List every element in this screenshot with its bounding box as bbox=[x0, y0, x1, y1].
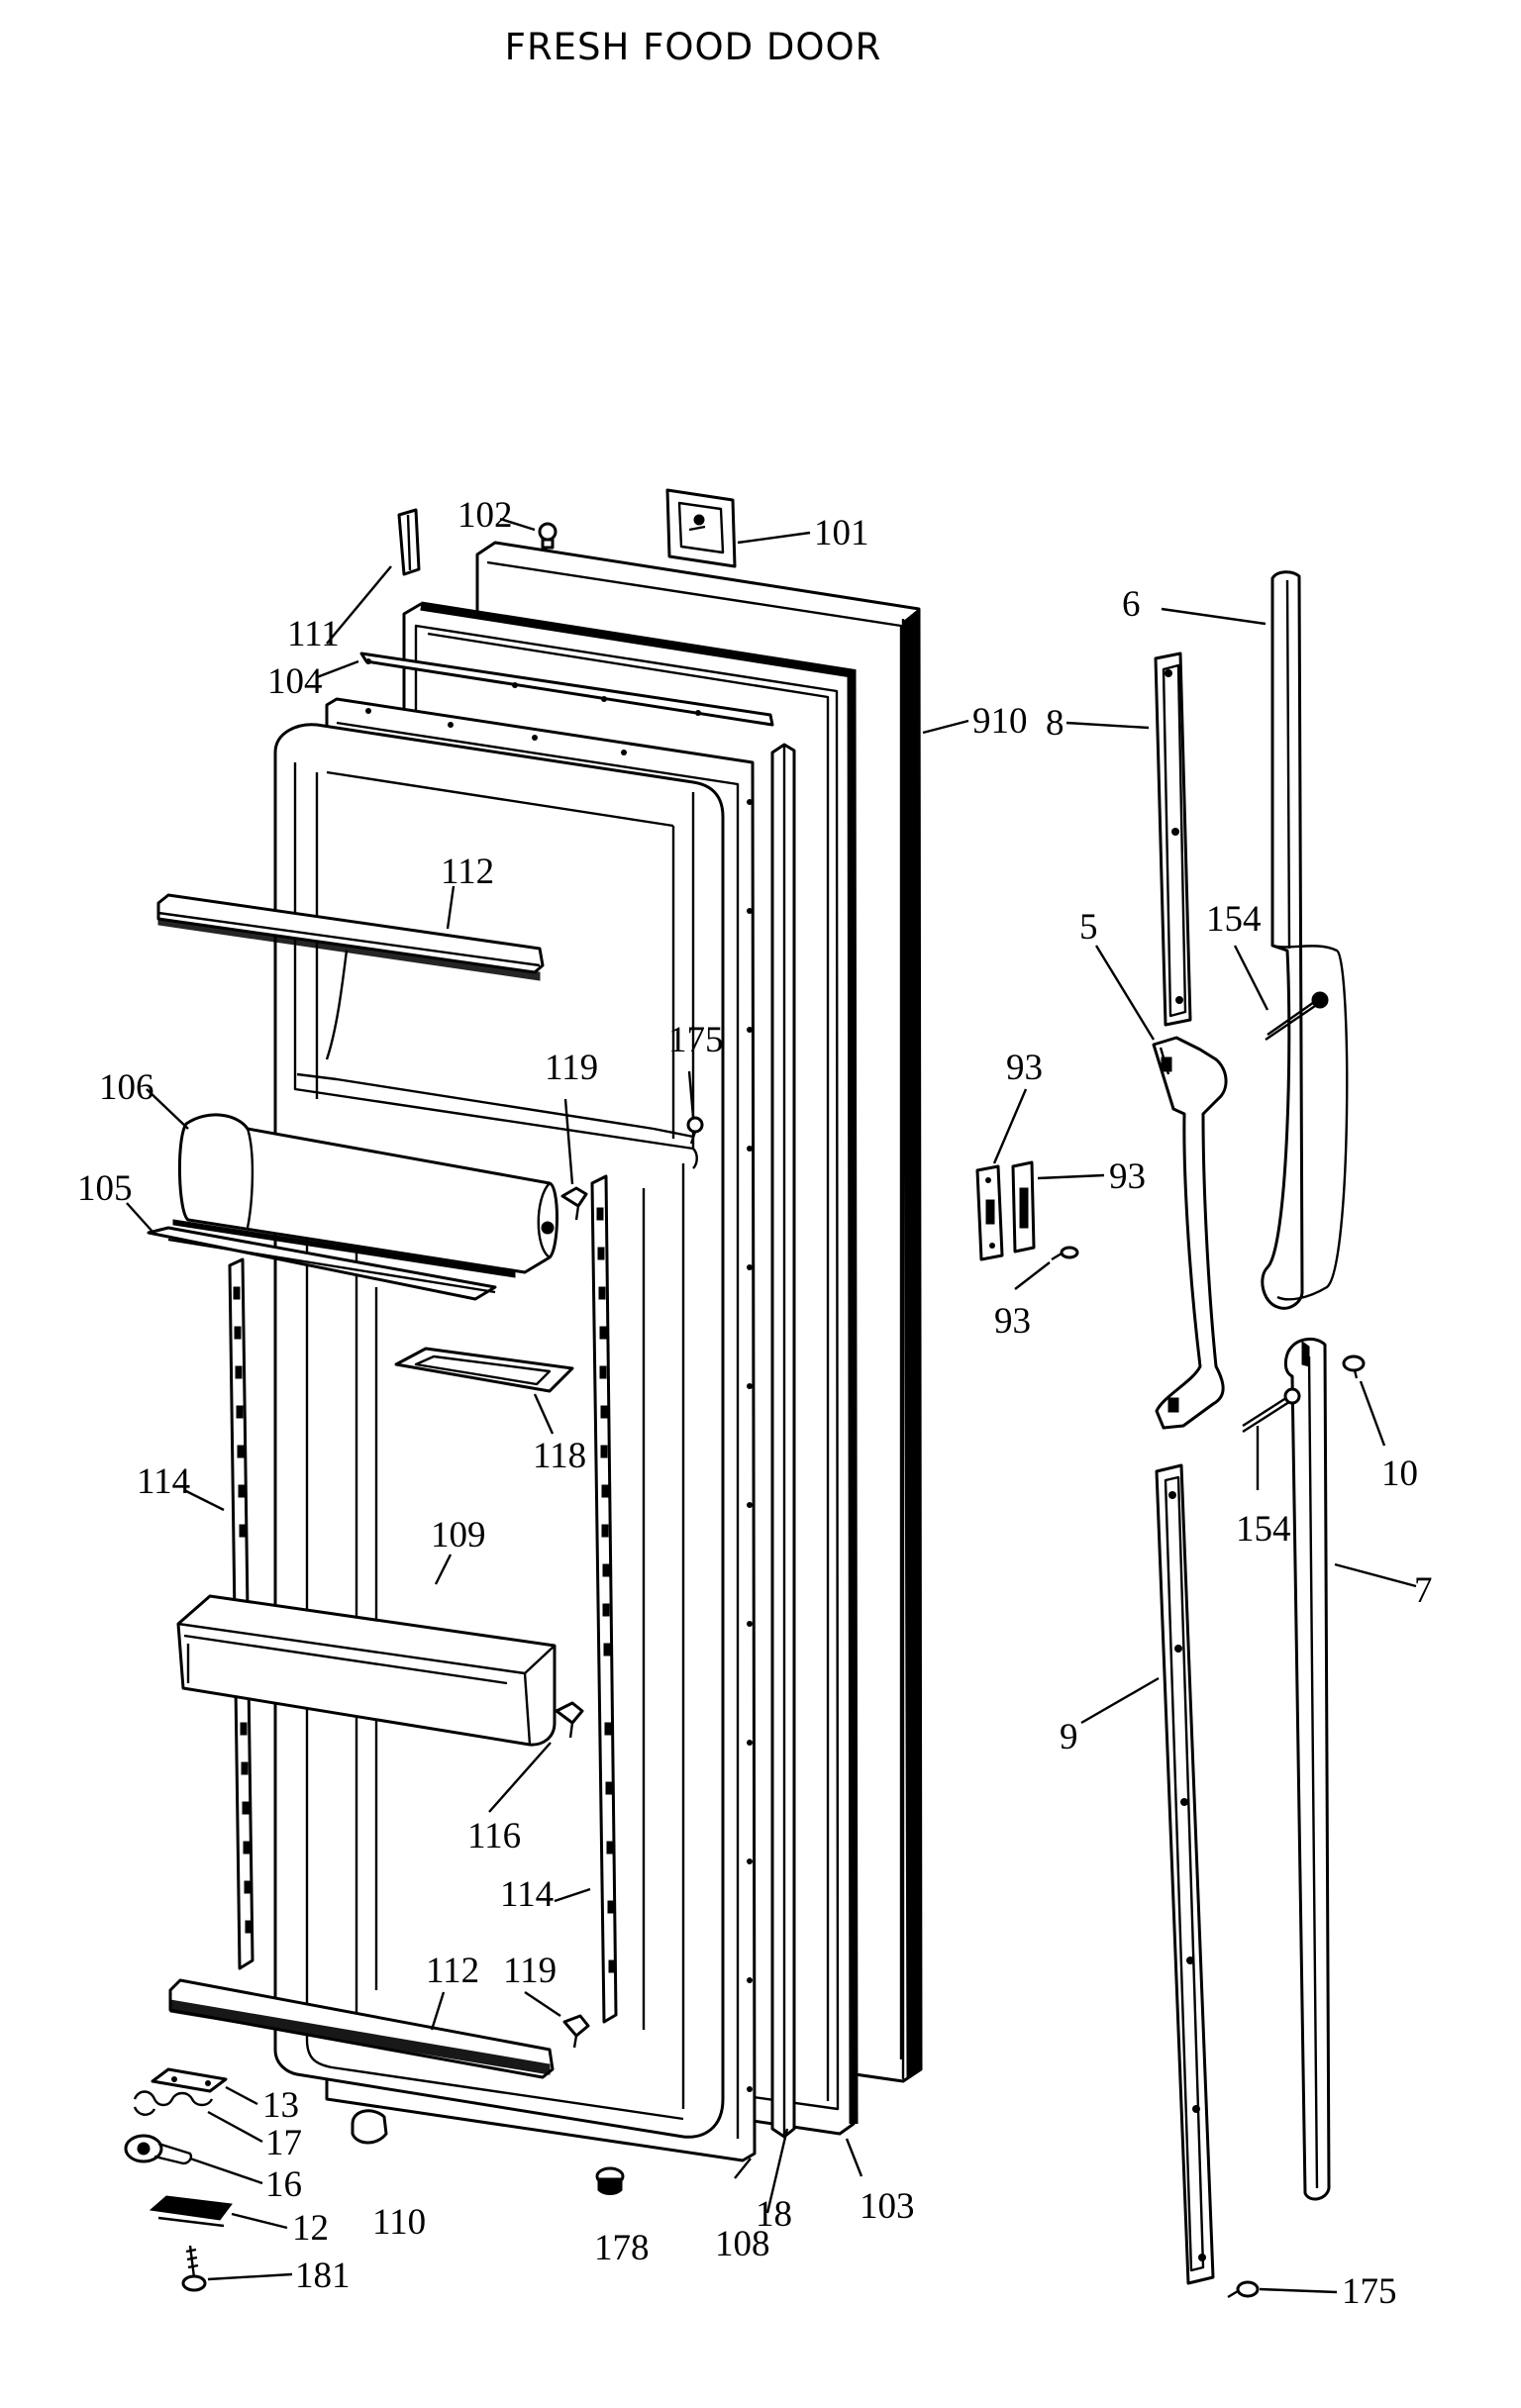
callout-101: 101 bbox=[814, 513, 869, 553]
callout-181: 181 bbox=[295, 2256, 351, 2296]
hinge-plate-13 bbox=[151, 2067, 228, 2093]
spacer-93-right bbox=[1011, 1160, 1036, 1254]
callout-8: 8 bbox=[1046, 703, 1065, 744]
hinge-cam-16 bbox=[124, 2134, 193, 2165]
handle-5 bbox=[1152, 1036, 1228, 1430]
callout-108: 108 bbox=[715, 2224, 770, 2264]
knob-110 bbox=[351, 2109, 388, 2145]
screw-93 bbox=[1051, 1246, 1079, 1261]
callout-114-left: 114 bbox=[137, 1461, 190, 1502]
callout-175-upper: 175 bbox=[668, 1020, 724, 1060]
callout-9: 9 bbox=[1060, 1717, 1078, 1757]
dairy-compartment bbox=[147, 1113, 558, 1301]
callout-119-lower: 119 bbox=[503, 1951, 557, 1991]
shelf-stud-119-lower bbox=[562, 2014, 590, 2049]
callout-102: 102 bbox=[457, 495, 513, 536]
callout-6: 6 bbox=[1122, 584, 1141, 625]
shelf-ladder-right bbox=[590, 1174, 618, 2024]
screw-154-lower bbox=[1242, 1387, 1301, 1434]
plug-102 bbox=[538, 522, 558, 550]
callout-114-right: 114 bbox=[500, 1874, 554, 1915]
callout-109: 109 bbox=[431, 1515, 486, 1555]
callout-112-upper: 112 bbox=[441, 852, 494, 892]
breaker-strip bbox=[359, 652, 774, 727]
callout-175-lower: 175 bbox=[1342, 2271, 1397, 2312]
hinge-bracket-12 bbox=[149, 2195, 233, 2228]
screw-154-upper bbox=[1265, 999, 1318, 1041]
callout-5: 5 bbox=[1079, 907, 1098, 948]
screw-175-lower bbox=[1227, 2280, 1260, 2299]
callout-105: 105 bbox=[77, 1168, 133, 1209]
callout-12: 12 bbox=[292, 2208, 329, 2249]
callout-103: 103 bbox=[860, 2186, 915, 2227]
callout-106: 106 bbox=[99, 1067, 154, 1108]
callout-93-right: 93 bbox=[1109, 1156, 1146, 1197]
leader-lines bbox=[126, 517, 1417, 2294]
callout-154-upper: 154 bbox=[1206, 899, 1262, 940]
callout-110: 110 bbox=[372, 2202, 426, 2243]
spacer-93-left bbox=[975, 1164, 1004, 1261]
shelf-rail-lower bbox=[168, 1978, 555, 2079]
callout-112-lower: 112 bbox=[426, 1951, 479, 1991]
shelf-stud-119-upper bbox=[560, 1186, 588, 1221]
callout-labels: 102 101 111 104 910 112 106 105 175 119 … bbox=[77, 495, 1433, 2312]
diagram-title: FRESH FOOD DOOR bbox=[504, 26, 882, 68]
handle-trim-8 bbox=[1154, 652, 1192, 1027]
callout-93-top: 93 bbox=[1006, 1048, 1043, 1088]
hinge-screw-181 bbox=[181, 2245, 207, 2292]
shelf-rail-upper bbox=[156, 893, 545, 981]
bumper-178 bbox=[595, 2166, 625, 2195]
callout-154-lower: 154 bbox=[1236, 1509, 1291, 1550]
handle-trim-upper-6 bbox=[1261, 570, 1349, 1310]
side-rail-18 bbox=[770, 743, 796, 2139]
handle-trim-lower-7 bbox=[1283, 1338, 1331, 2201]
callout-178: 178 bbox=[594, 2228, 650, 2268]
hinge-spring-17 bbox=[133, 2090, 214, 2116]
callout-116: 116 bbox=[467, 1816, 521, 1856]
callout-118: 118 bbox=[533, 1436, 586, 1476]
screw-10 bbox=[1342, 1354, 1366, 1379]
tray-118 bbox=[394, 1347, 574, 1393]
callout-104: 104 bbox=[267, 661, 323, 702]
door-bin bbox=[176, 1594, 557, 1747]
callout-910: 910 bbox=[972, 701, 1028, 742]
shelf-stud-116 bbox=[555, 1701, 584, 1739]
callout-111: 111 bbox=[287, 614, 340, 654]
callout-13: 13 bbox=[262, 2085, 299, 2126]
callout-18: 18 bbox=[756, 2194, 792, 2235]
callout-16: 16 bbox=[265, 2164, 302, 2205]
label-plate-101 bbox=[665, 488, 737, 568]
callout-7: 7 bbox=[1414, 1570, 1433, 1611]
handle-trim-9 bbox=[1155, 1463, 1215, 2285]
callout-10: 10 bbox=[1381, 1454, 1418, 1494]
callout-17: 17 bbox=[265, 2123, 302, 2163]
screw-175-upper bbox=[686, 1116, 704, 1145]
callout-119-upper: 119 bbox=[545, 1048, 598, 1088]
cap-111 bbox=[397, 508, 421, 576]
callout-93-bottom: 93 bbox=[994, 1301, 1031, 1342]
